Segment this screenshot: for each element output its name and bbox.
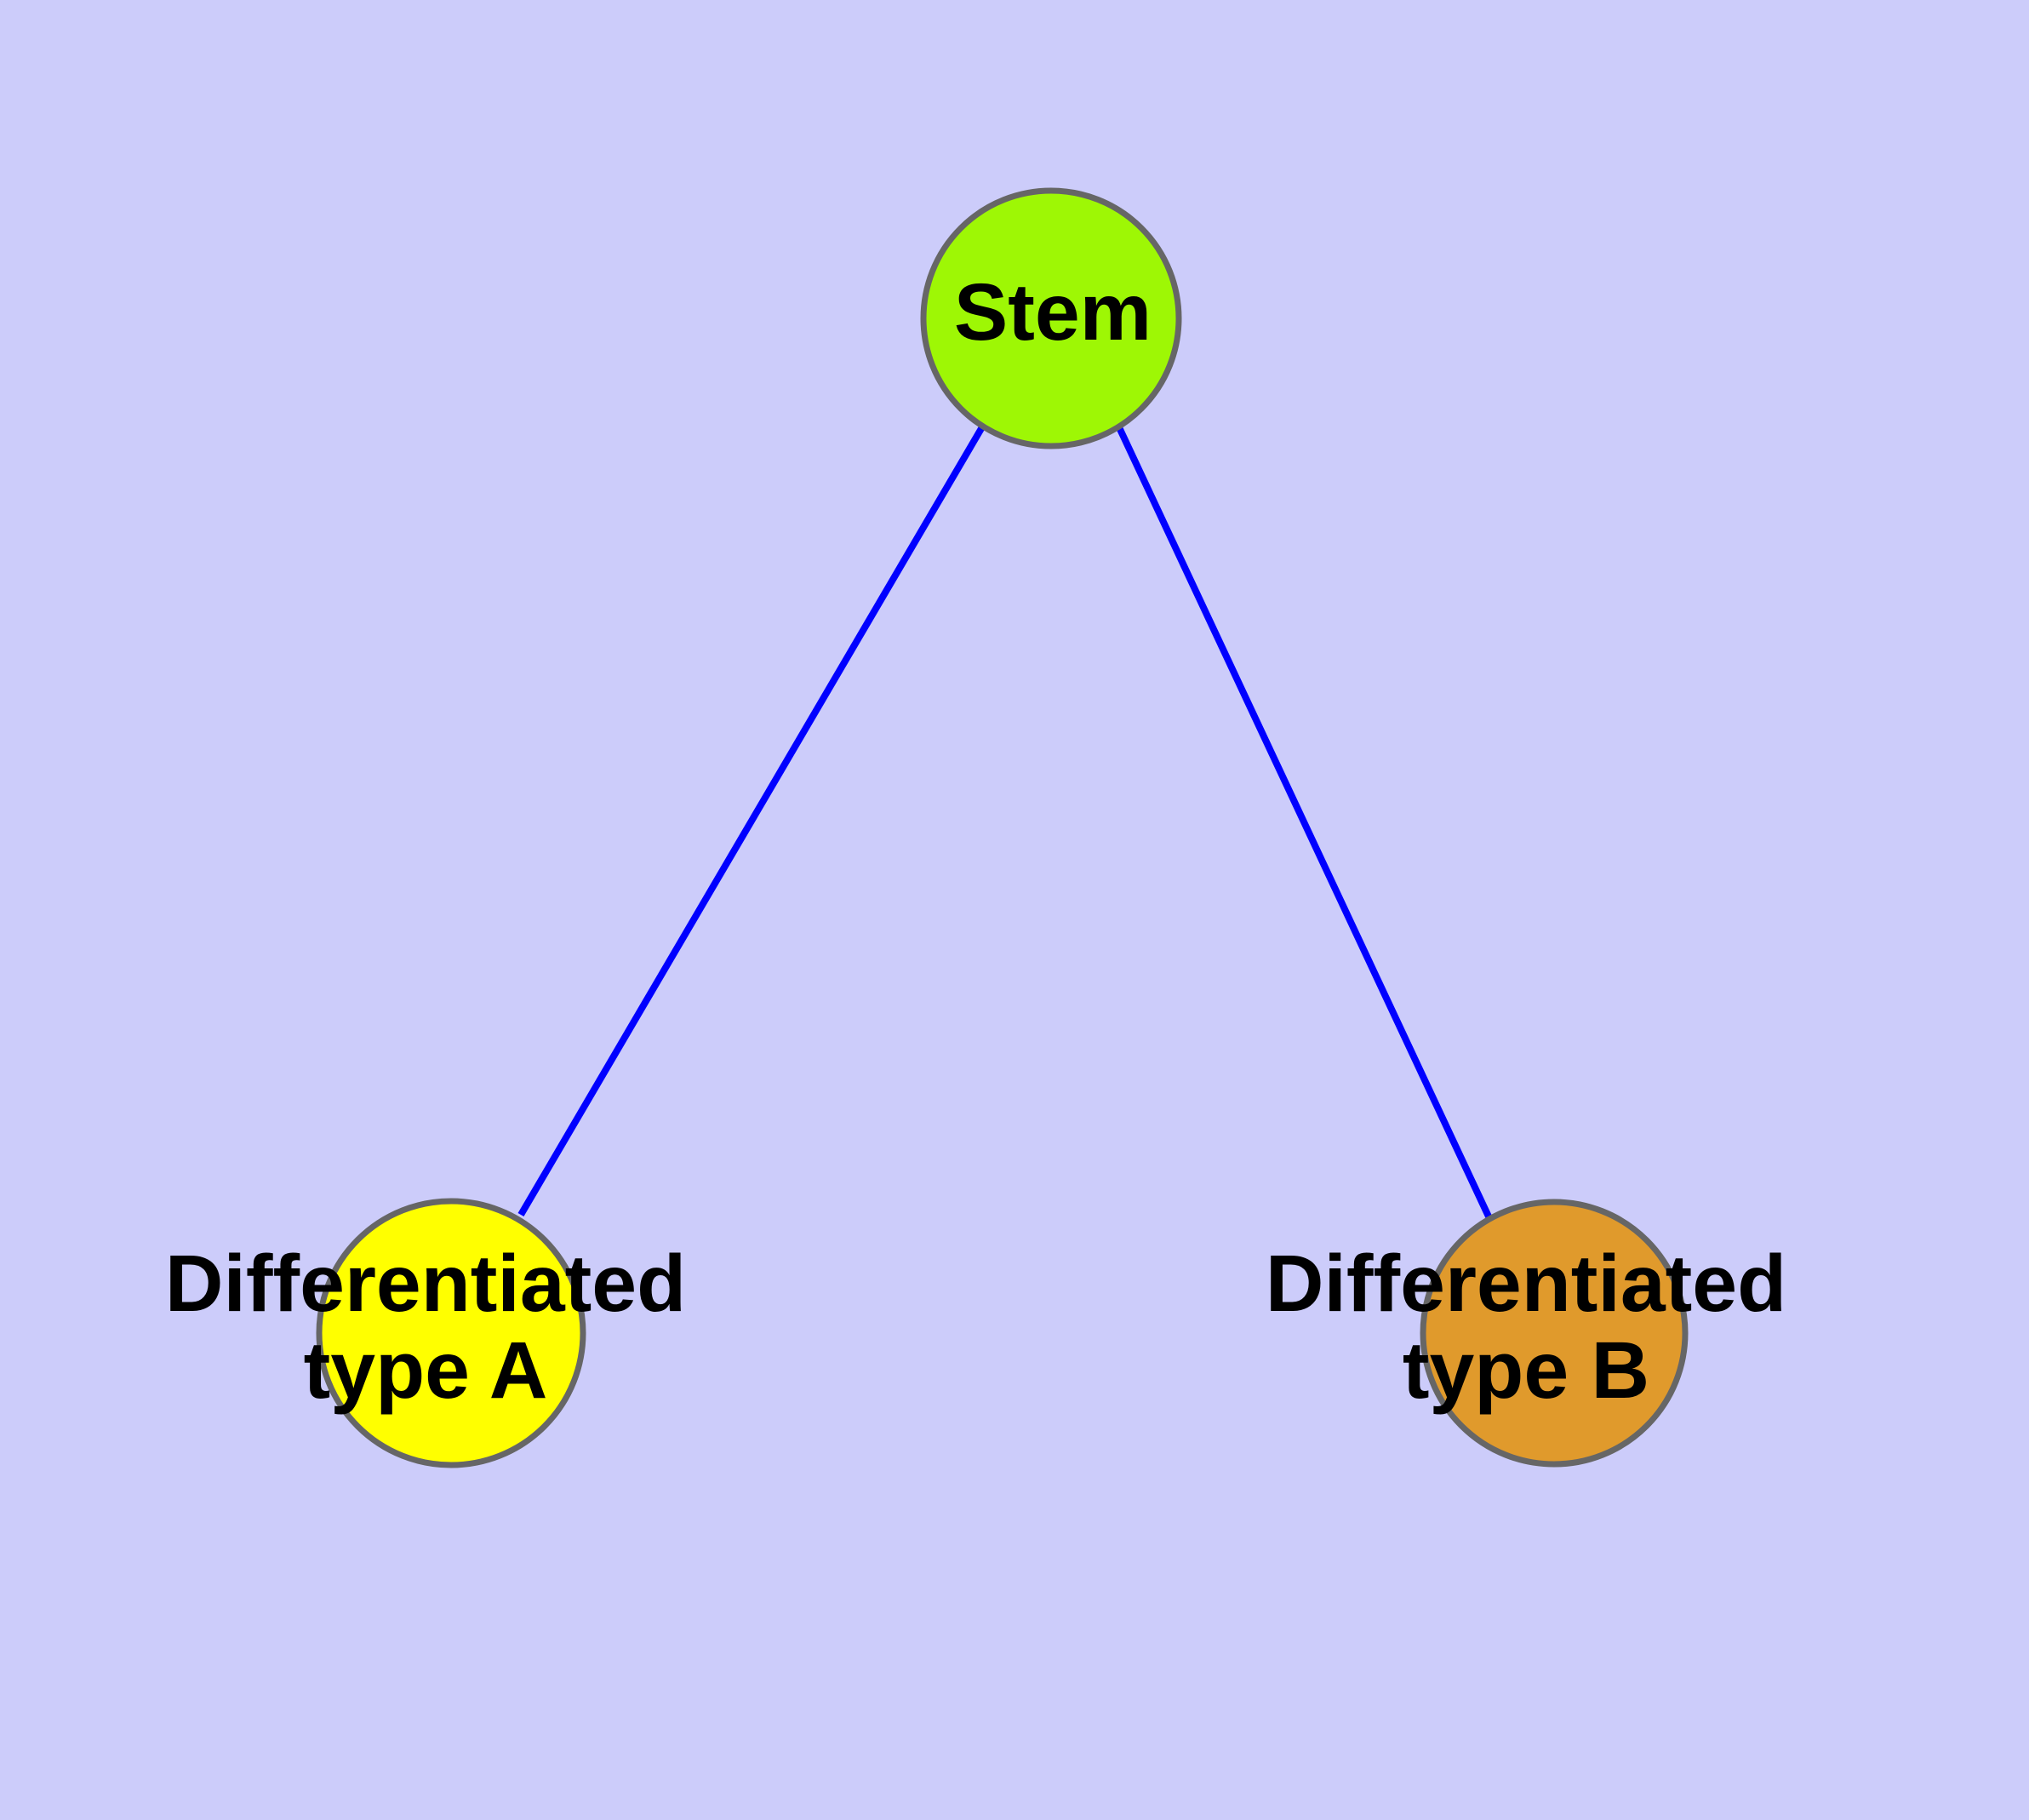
edges-group (517, 423, 1492, 1218)
node-label-line: Stem (954, 267, 1152, 358)
node-diff_a[interactable] (316, 1198, 586, 1468)
edge-stem-to-diff-a[interactable] (517, 423, 986, 1217)
node-label-line: type A (304, 1325, 548, 1416)
edge-stem-to-diff-b[interactable] (1115, 424, 1492, 1218)
node-label-line: type B (1403, 1325, 1649, 1416)
node-stem[interactable] (920, 187, 1182, 449)
node-label-stem: Stem (954, 267, 1152, 358)
node-diff_b[interactable] (1420, 1199, 1689, 1468)
nodes-group (316, 187, 1689, 1468)
node-label-line: Differentiated (165, 1239, 686, 1329)
node-label-line: Differentiated (1266, 1239, 1786, 1329)
